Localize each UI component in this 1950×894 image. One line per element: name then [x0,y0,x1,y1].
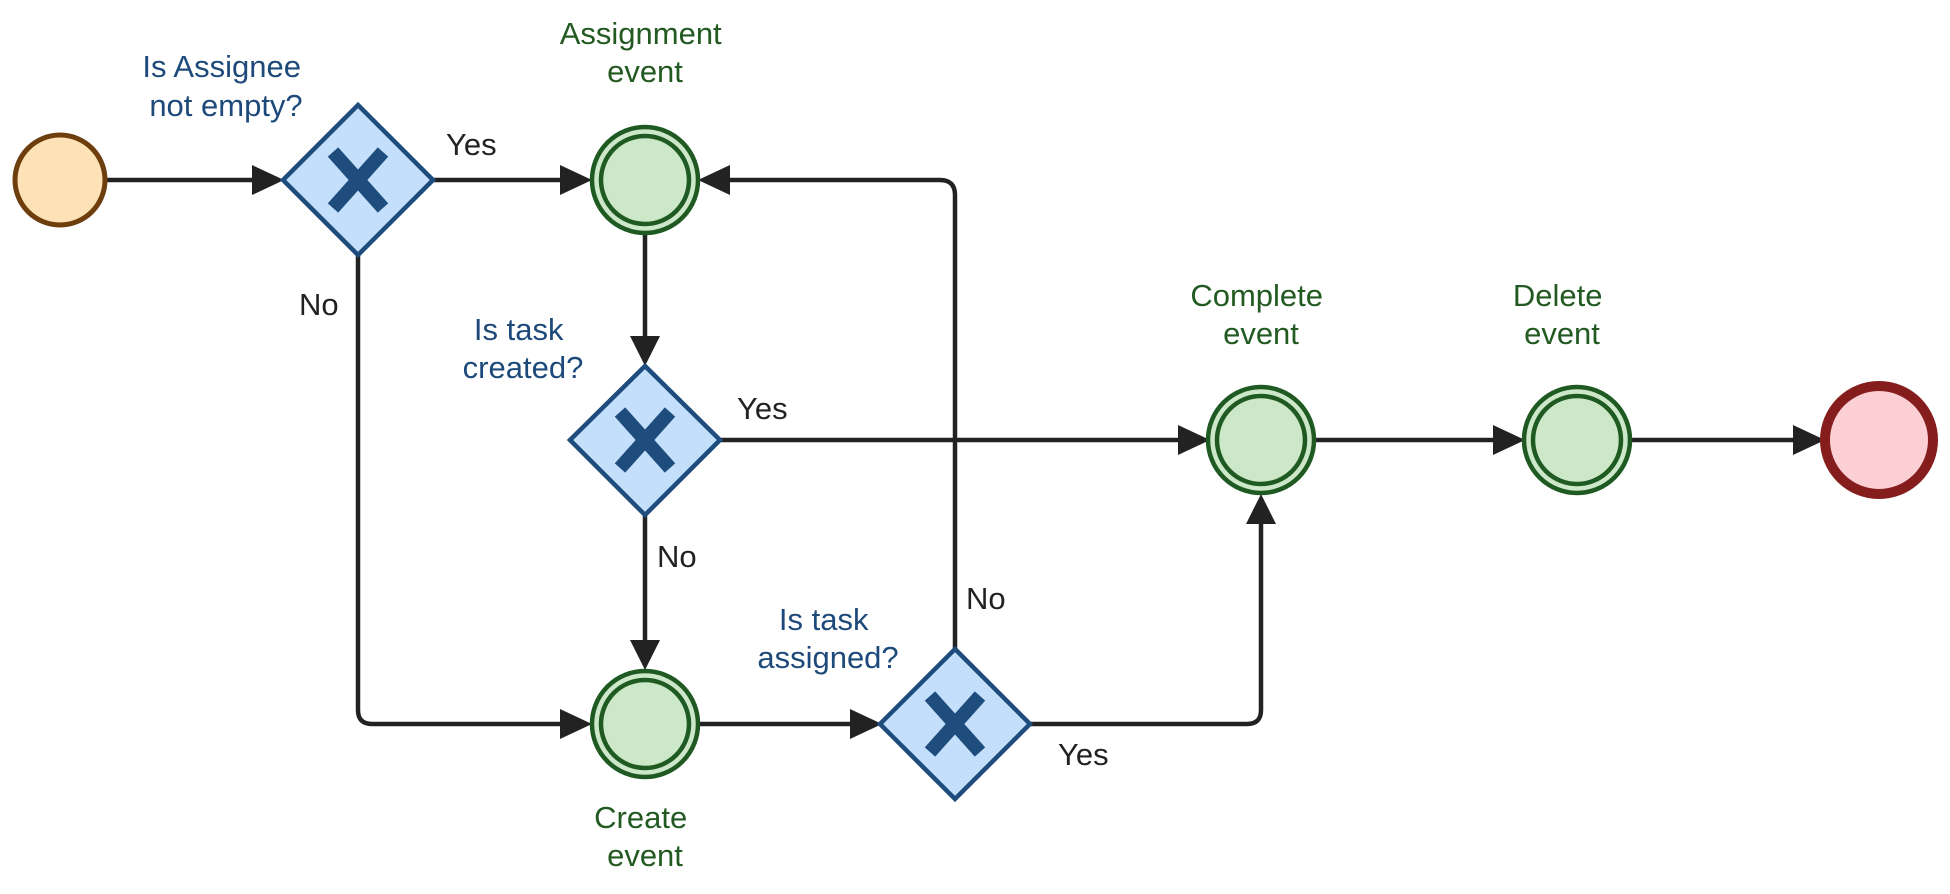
flow-label-assignee-yes: Yes [446,127,497,162]
arrowheads [252,165,1825,739]
flow-label-created-yes: Yes [737,391,788,426]
flow-label-assigned-no: No [966,581,1006,616]
gateway-task-created [566,362,724,519]
end-event [1820,381,1938,499]
delete-event [1521,384,1633,496]
arrow-into-complete-event [1178,425,1210,455]
flow-assigned-no-to-assignment-event [728,177,958,649]
flow-assigned-yes-to-complete-event [1030,522,1264,727]
flow-assignee-no-to-create-event [355,255,562,727]
arrow-into-end-event [1793,425,1825,455]
arrow-into-create-event-from-left [560,709,592,739]
create-event [589,668,701,780]
assignment-event-label: Assignment event [560,16,731,89]
complete-event [1205,384,1317,496]
arrow-into-assignment-event [560,165,592,195]
exclusive-gateway-x-icon [614,407,676,473]
complete-event-label: Complete event [1190,278,1331,351]
gateway-assignee-question: Is Assignee not empty? [142,49,309,123]
arrow-into-complete-event-from-below [1246,494,1276,524]
arrow-into-delete-event [1493,425,1525,455]
gateway-created-question: Is task created? [463,312,584,385]
flow-label-assignee-no: No [299,287,339,322]
start-event [12,132,108,228]
arrow-into-assignment-event-from-right [698,165,730,195]
flow-label-created-no: No [657,539,697,574]
create-event-label: Create event [594,800,696,873]
exclusive-gateway-x-icon [924,691,986,757]
arrow-into-created-gateway [630,336,660,366]
gateway-task-assigned [876,645,1034,803]
arrow-into-assigned-gateway [850,709,882,739]
arrow-into-create-event-from-top [630,640,660,670]
sequence-flows [106,177,1795,727]
arrow-into-assignee-gateway [252,165,284,195]
assignment-event [589,124,701,236]
exclusive-gateway-x-icon [327,147,389,213]
delete-event-label: Delete event [1513,278,1611,351]
flow-label-assigned-yes: Yes [1058,737,1109,772]
gateway-assignee-not-empty [279,101,437,259]
gateway-assigned-question: Is task assigned? [757,602,898,675]
